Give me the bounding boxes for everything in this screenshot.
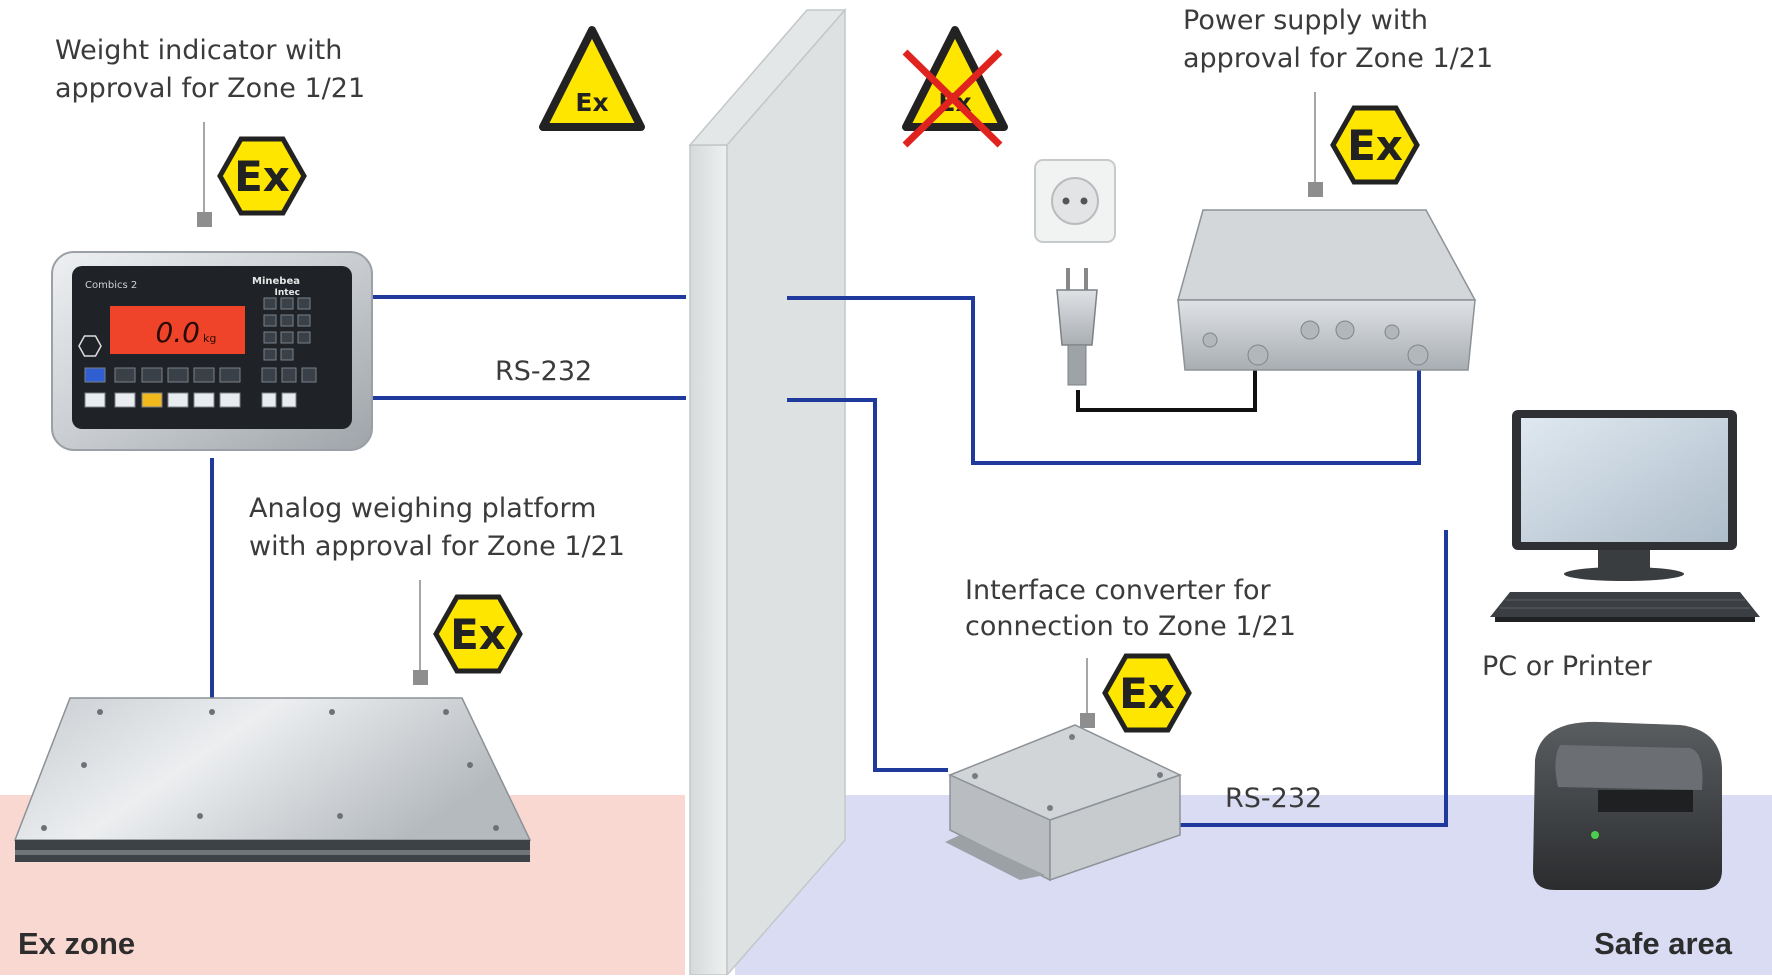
- display-value: 0.0: [155, 316, 200, 349]
- ex-triangle-text: Ex: [575, 88, 608, 117]
- ex-mark-text: Ex: [1119, 669, 1175, 718]
- converter-label-line1: Interface converter for: [965, 575, 1271, 606]
- ex-badge-converter: Ex: [1102, 653, 1192, 733]
- safe-area-title: Safe area: [1594, 926, 1732, 961]
- rs232-label-bottom: RS-232: [1225, 783, 1323, 814]
- weight-indicator-device: Combics 2 Minebea Intec 0.0 kg: [51, 251, 373, 451]
- mains-plug: [1056, 268, 1098, 386]
- rs232-cable-safe: [787, 398, 948, 772]
- pc-computer: [1490, 410, 1760, 622]
- wall-socket: [1034, 159, 1116, 243]
- pointer-lines: [203, 92, 1316, 718]
- device-brand-sub: Intec: [275, 288, 301, 298]
- power-supply-box: [1177, 209, 1477, 371]
- weight-display: [110, 306, 245, 354]
- platform-label-line2: with approval for Zone 1/21: [249, 531, 625, 562]
- pointer-markers: [197, 182, 1323, 728]
- interface-converter: [945, 724, 1182, 882]
- weighing-platform: [13, 697, 532, 862]
- mains-cable: [1076, 365, 1257, 412]
- converter-label-line2: connection to Zone 1/21: [965, 611, 1296, 642]
- platform-label-line1: Analog weighing platform: [249, 493, 597, 524]
- device-brand: Minebea: [252, 276, 300, 287]
- ex-badge-power-supply: Ex: [1330, 105, 1420, 185]
- ex-warning-triangle: Ex: [539, 26, 645, 131]
- ex-badge-platform: Ex: [433, 594, 523, 674]
- ex-warning-triangle-crossed: Ex: [902, 26, 1008, 148]
- separation-wall: [688, 8, 847, 977]
- device-ex-mark: [78, 335, 102, 357]
- power-supply-label-line1: Power supply with: [1183, 5, 1429, 36]
- ex-mark-text: Ex: [234, 152, 290, 201]
- label-printer: [1533, 721, 1722, 890]
- pc-cable: [1150, 530, 1448, 827]
- ex-badge-indicator: Ex: [217, 136, 307, 216]
- power-cable-safe: [787, 296, 1421, 465]
- display-unit: kg: [203, 332, 216, 345]
- device-keypad: [263, 297, 311, 361]
- device-function-keys: [84, 367, 317, 408]
- device-model: Combics 2: [85, 280, 137, 291]
- cables: [210, 295, 1448, 827]
- weight-indicator-label-line2: approval for Zone 1/21: [55, 73, 366, 104]
- rs232-label-top: RS-232: [495, 356, 593, 387]
- ex-mark-text: Ex: [1347, 121, 1403, 170]
- weight-indicator-label-line1: Weight indicator with: [55, 35, 343, 66]
- ex-zone-title: Ex zone: [18, 926, 136, 961]
- power-supply-label-line2: approval for Zone 1/21: [1183, 43, 1494, 74]
- pc-printer-label: PC or Printer: [1482, 651, 1652, 682]
- ex-mark-text: Ex: [450, 610, 506, 659]
